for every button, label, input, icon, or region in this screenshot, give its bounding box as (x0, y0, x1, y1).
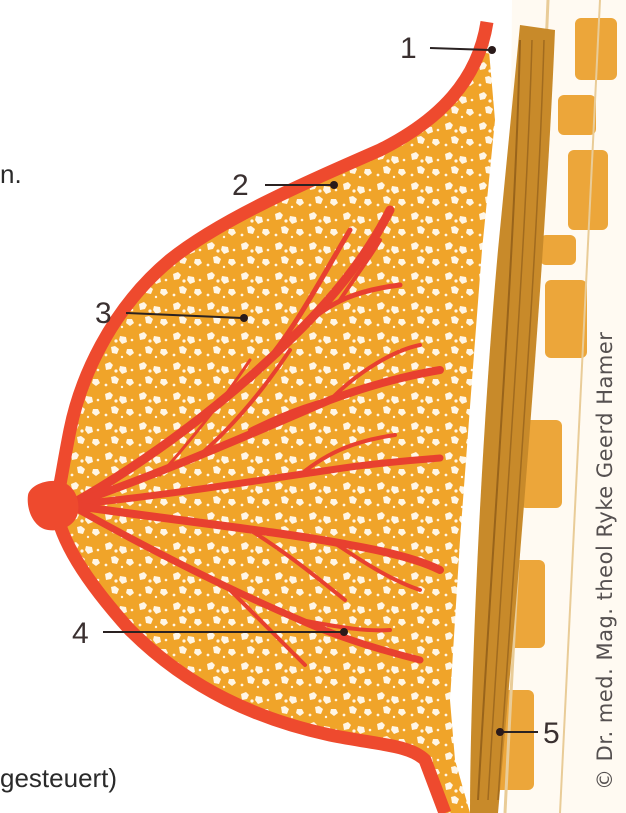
label-2: 2 (232, 169, 249, 202)
rib-segment (540, 235, 576, 265)
copyright-notice: © Dr. med. Mag. theol Ryke Geerd Hamer (593, 332, 617, 790)
text-fragment-top-left: n. (0, 159, 22, 189)
nipple (28, 481, 79, 530)
rib-segment (558, 95, 596, 135)
text-fragment-bottom-left: gesteuert) (0, 763, 117, 793)
label-4: 4 (72, 617, 89, 650)
label-5: 5 (543, 717, 560, 750)
rib-segment (545, 280, 587, 358)
label-1: 1 (400, 32, 417, 65)
label-3: 3 (95, 297, 112, 330)
rib-segment (568, 150, 608, 230)
